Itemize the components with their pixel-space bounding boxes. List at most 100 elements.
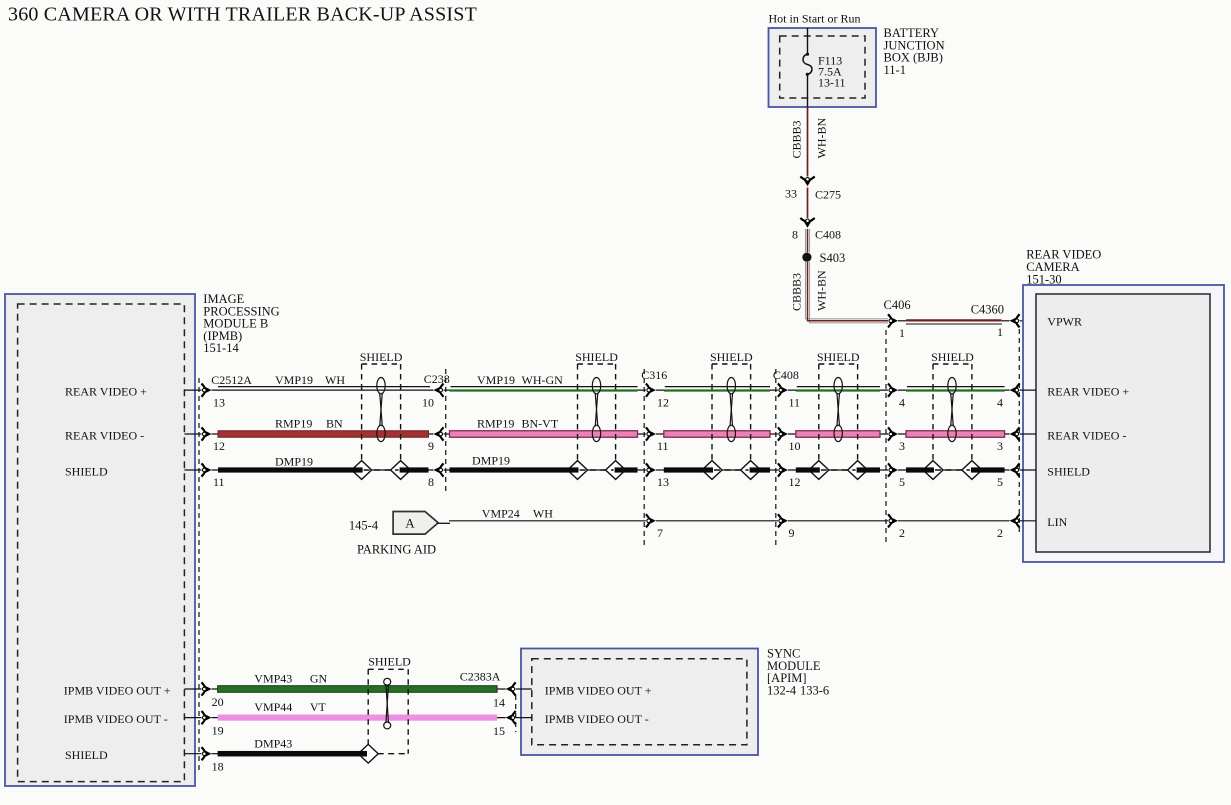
svg-text:3: 3 [899,439,905,453]
svg-text:WH: WH [533,507,553,521]
svg-text:9: 9 [428,439,434,453]
svg-text:1: 1 [899,326,905,340]
svg-text:SHIELD: SHIELD [65,748,108,762]
svg-text:SHIELD: SHIELD [575,350,618,364]
svg-text:8: 8 [792,228,798,242]
svg-text:Hot in Start or Run: Hot in Start or Run [769,12,861,26]
svg-text:PROCESSING: PROCESSING [203,304,279,318]
svg-text:151-30: 151-30 [1026,272,1061,286]
svg-text:(IPMB): (IPMB) [203,329,242,343]
svg-text:IPMB VIDEO OUT -: IPMB VIDEO OUT - [64,712,168,726]
svg-text:1: 1 [997,325,1003,339]
svg-text:2: 2 [899,526,905,540]
svg-text:4: 4 [997,395,1003,409]
svg-text:19: 19 [212,724,224,738]
svg-text:12: 12 [657,395,669,409]
svg-text:VMP43: VMP43 [254,672,292,686]
svg-text:DMP19: DMP19 [275,455,313,469]
svg-text:11: 11 [789,395,801,409]
svg-text:C275: C275 [815,188,841,202]
svg-text:133-6: 133-6 [800,683,829,697]
svg-text:13: 13 [213,395,225,409]
svg-text:C4360: C4360 [971,302,1004,316]
svg-text:IPMB VIDEO OUT +: IPMB VIDEO OUT + [545,684,652,698]
svg-text:10: 10 [422,395,434,409]
svg-text:14: 14 [493,696,505,710]
svg-text:11: 11 [213,475,225,489]
svg-text:WH-BN: WH-BN [815,270,829,311]
svg-text:VMP19: VMP19 [477,373,515,387]
svg-text:BN: BN [326,416,343,430]
svg-text:WH-GN: WH-GN [522,373,564,387]
svg-text:360 CAMERA OR WITH TRAILER BAC: 360 CAMERA OR WITH TRAILER BACK-UP ASSIS… [8,4,477,26]
svg-text:C408: C408 [815,228,841,242]
svg-text:VMP19: VMP19 [275,373,313,387]
svg-text:C316: C316 [641,368,667,382]
svg-text:132-4: 132-4 [767,683,797,697]
svg-text:12: 12 [213,439,225,453]
svg-text:SHIELD: SHIELD [368,655,411,669]
svg-text:15: 15 [493,724,505,738]
svg-text:12: 12 [789,475,801,489]
svg-text:A: A [405,516,415,531]
svg-text:SHIELD: SHIELD [65,464,108,478]
svg-text:CBBB3: CBBB3 [790,120,804,158]
svg-text:REAR VIDEO +: REAR VIDEO + [65,384,147,398]
svg-text:CAMERA: CAMERA [1026,260,1079,274]
svg-text:CBBB3: CBBB3 [790,273,804,311]
svg-text:VMP24: VMP24 [482,507,520,521]
svg-text:11: 11 [657,439,669,453]
svg-text:VT: VT [310,700,327,714]
svg-text:13: 13 [657,475,669,489]
svg-text:BOX (BJB): BOX (BJB) [884,51,943,65]
svg-text:SHIELD: SHIELD [817,350,860,364]
svg-text:10: 10 [789,439,801,453]
svg-text:BATTERY: BATTERY [884,26,940,40]
svg-text:7.5A: 7.5A [818,65,842,79]
svg-text:REAR VIDEO +: REAR VIDEO + [1047,384,1129,398]
svg-text:11-1: 11-1 [884,63,906,77]
svg-text:S403: S403 [820,251,846,265]
svg-text:13-11: 13-11 [818,76,846,90]
svg-text:RMP19: RMP19 [477,416,514,430]
svg-text:33: 33 [785,187,797,201]
svg-text:4: 4 [899,395,905,409]
svg-text:MODULE: MODULE [767,659,821,673]
svg-text:SHIELD: SHIELD [360,350,403,364]
svg-text:145-4: 145-4 [349,518,379,532]
svg-text:C238: C238 [424,372,450,386]
svg-text:7: 7 [657,526,663,540]
svg-text:[APIM]: [APIM] [767,671,807,685]
svg-text:GN: GN [310,672,328,686]
svg-text:REAR VIDEO: REAR VIDEO [1026,248,1101,262]
svg-text:18: 18 [212,760,224,774]
svg-text:5: 5 [899,475,905,489]
svg-text:3: 3 [997,439,1003,453]
svg-text:VMP44: VMP44 [254,700,292,714]
svg-text:IPMB VIDEO OUT +: IPMB VIDEO OUT + [64,684,171,698]
svg-text:5: 5 [997,475,1003,489]
svg-text:LIN: LIN [1047,515,1067,529]
svg-text:IMAGE: IMAGE [203,292,244,306]
svg-text:2: 2 [997,526,1003,540]
svg-text:REAR VIDEO -: REAR VIDEO - [1047,428,1126,442]
svg-text:8: 8 [428,475,434,489]
svg-text:9: 9 [789,526,795,540]
svg-text:RMP19: RMP19 [275,416,312,430]
svg-text:DMP19: DMP19 [472,454,510,468]
svg-text:IPMB VIDEO OUT -: IPMB VIDEO OUT - [545,712,649,726]
svg-text:REAR VIDEO -: REAR VIDEO - [65,428,144,442]
svg-text:20: 20 [212,695,224,709]
svg-text:PARKING AID: PARKING AID [357,542,436,556]
svg-text:C408: C408 [773,368,799,382]
svg-text:C2512A: C2512A [211,373,252,387]
svg-text:SHIELD: SHIELD [1047,464,1090,478]
svg-text:DMP43: DMP43 [254,737,292,751]
svg-text:SHIELD: SHIELD [931,350,974,364]
svg-text:151-14: 151-14 [203,341,239,355]
svg-text:VPWR: VPWR [1047,315,1082,329]
svg-text:SHIELD: SHIELD [710,350,753,364]
svg-text:WH-BN: WH-BN [815,118,829,159]
svg-text:WH: WH [325,373,345,387]
svg-text:BN-VT: BN-VT [522,416,559,430]
